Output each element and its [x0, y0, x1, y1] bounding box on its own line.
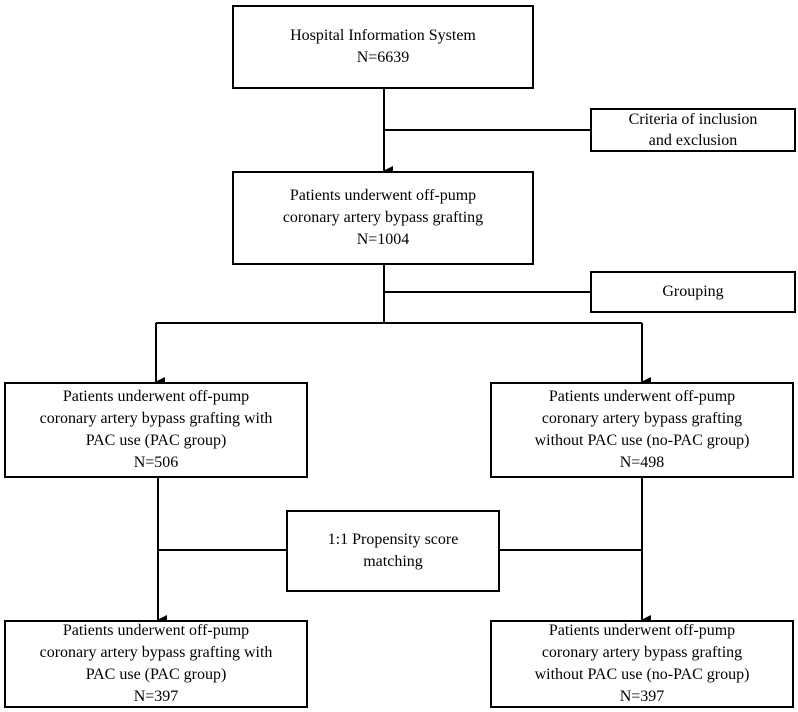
grouping-line1: Grouping [662, 283, 724, 300]
box-grouping: Grouping [590, 271, 796, 313]
pac-group-line4: N=506 [133, 454, 179, 471]
nopac-matched-line1: Patients underwent off-pump [548, 622, 736, 639]
criteria-line1: Criteria of inclusion [628, 111, 758, 128]
nopac-group-line3: without PAC use (no-PAC group) [534, 432, 750, 449]
opcab-line1: Patients underwent off-pump [289, 187, 477, 204]
box-nopac-matched: Patients underwent off-pump coronary art… [490, 620, 794, 708]
pac-group-line1: Patients underwent off-pump [62, 388, 250, 405]
nopac-matched-line4: N=397 [619, 688, 665, 705]
box-pac-matched: Patients underwent off-pump coronary art… [4, 620, 308, 708]
box-criteria: Criteria of inclusion and exclusion [590, 108, 796, 152]
opcab-line3: N=1004 [356, 231, 410, 248]
his-line1: Hospital Information System [290, 27, 476, 44]
opcab-line2: coronary artery bypass grafting [282, 209, 484, 226]
his-line2: N=6639 [356, 49, 410, 66]
nopac-group-line4: N=498 [619, 454, 665, 471]
pac-matched-line3: PAC use (PAC group) [85, 666, 227, 683]
box-pac-group: Patients underwent off-pump coronary art… [4, 382, 308, 478]
psm-line1: 1:1 Propensity score [327, 531, 459, 548]
nopac-group-line2: coronary artery bypass grafting [541, 410, 743, 427]
nopac-matched-line3: without PAC use (no-PAC group) [534, 666, 750, 683]
box-nopac-group: Patients underwent off-pump coronary art… [490, 382, 794, 478]
pac-group-line3: PAC use (PAC group) [85, 432, 227, 449]
box-propensity-score-matching: 1:1 Propensity score matching [286, 510, 500, 592]
box-opcab-total: Patients underwent off-pump coronary art… [232, 171, 534, 265]
box-hospital-information-system: Hospital Information System N=6639 [232, 5, 534, 89]
pac-matched-line2: coronary artery bypass grafting with [39, 644, 273, 661]
criteria-line2: and exclusion [648, 132, 738, 149]
psm-line2: matching [363, 553, 423, 570]
pac-matched-line1: Patients underwent off-pump [62, 622, 250, 639]
pac-group-line2: coronary artery bypass grafting with [39, 410, 273, 427]
nopac-group-line1: Patients underwent off-pump [548, 388, 736, 405]
nopac-matched-line2: coronary artery bypass grafting [541, 644, 743, 661]
pac-matched-line4: N=397 [133, 688, 179, 705]
